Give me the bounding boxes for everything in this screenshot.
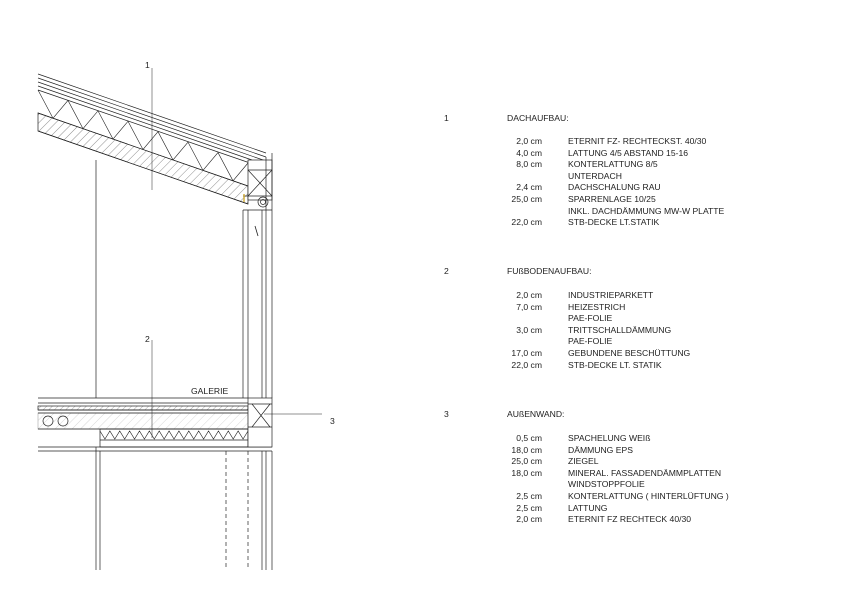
layer-description: STB-DECKE LT.STATIK [568, 217, 660, 228]
layer-description: INKL. DACHDÄMMUNG MW-W PLATTE [568, 205, 725, 216]
wall-assembly [95, 153, 273, 398]
layer-thickness: 2,0 cm [516, 136, 542, 146]
layer-description: TRITTSCHALLDÄMMUNG [568, 324, 672, 335]
section-title: AUßENWAND: [507, 409, 565, 419]
callout-3: 3 [330, 416, 335, 426]
leader-lines [151, 68, 322, 438]
layer-description: UNTERDACH [568, 170, 622, 181]
layer-description: WINDSTOPPFOLIE [568, 479, 645, 490]
layer-thickness: 18,0 cm [511, 444, 542, 455]
layer-thickness: 2,4 cm [516, 182, 542, 193]
layer-description: ZIEGEL [568, 456, 599, 467]
layer-description: PAE-FOLIE [568, 336, 613, 347]
layer-thickness: 2,5 cm [516, 502, 542, 513]
layer-description: ETERNIT FZ- RECHTECKST. 40/30 [568, 136, 707, 146]
layer-thickness: 22,0 cm [511, 217, 542, 228]
galerie-label: GALERIE [191, 386, 229, 396]
section-number: 1 [444, 113, 449, 123]
layer-thickness: 7,0 cm [516, 301, 542, 312]
layer-description: MINERAL. FASSADENDÄMMPLATTEN [568, 467, 722, 478]
layer-thickness: 4,0 cm [516, 147, 542, 158]
section-number: 3 [444, 409, 449, 419]
layer-thickness: 18,0 cm [511, 467, 542, 478]
layer-thickness: 8,0 cm [516, 159, 542, 170]
layer-thickness: 25,0 cm [511, 194, 542, 204]
layer-description: DACHSCHALUNG RAU [568, 182, 661, 193]
layer-description: SPARRENLAGE 10/25 [568, 194, 656, 204]
section-title: DACHAUFBAU: [507, 113, 569, 123]
layer-thickness: 22,0 cm [511, 359, 542, 370]
callout-2: 2 [145, 334, 150, 344]
layer-description: KONTERLATTUNG ( HINTERLÜFTUNG ) [568, 491, 729, 501]
layer-description: LATTUNG [568, 502, 608, 513]
layer-description: LATTUNG 4/5 ABSTAND 15-16 [568, 147, 689, 158]
callout-1: 1 [145, 60, 150, 70]
layer-description: ETERNIT FZ RECHTECK 40/30 [568, 514, 692, 525]
layer-thickness: 17,0 cm [511, 348, 542, 358]
layer-thickness: 2,5 cm [516, 491, 542, 501]
layer-description: KONTERLATTUNG 8/5 [568, 159, 658, 170]
layer-thickness: 25,0 cm [511, 456, 542, 467]
roof-assembly [37, 73, 273, 211]
section-number: 2 [444, 266, 449, 276]
floor-assembly [37, 397, 273, 570]
layer-description: STB-DECKE LT. STATIK [568, 359, 662, 370]
layer-description: SPACHELUNG WEIß [568, 433, 651, 443]
layer-thickness: 0,5 cm [516, 433, 542, 443]
layer-thickness: 2,0 cm [516, 290, 542, 300]
layer-description: PAE-FOLIE [568, 313, 613, 324]
layer-description: HEIZESTRICH [568, 301, 626, 312]
section-title: FUßBODENAUFBAU: [507, 266, 592, 276]
layer-thickness: 3,0 cm [516, 324, 542, 335]
layer-description: GEBUNDENE BESCHÜTTUNG [568, 348, 691, 358]
layer-description: INDUSTRIEPARKETT [568, 290, 654, 300]
layer-thickness: 2,0 cm [516, 514, 542, 525]
layer-description: DÄMMUNG EPS [568, 444, 633, 455]
